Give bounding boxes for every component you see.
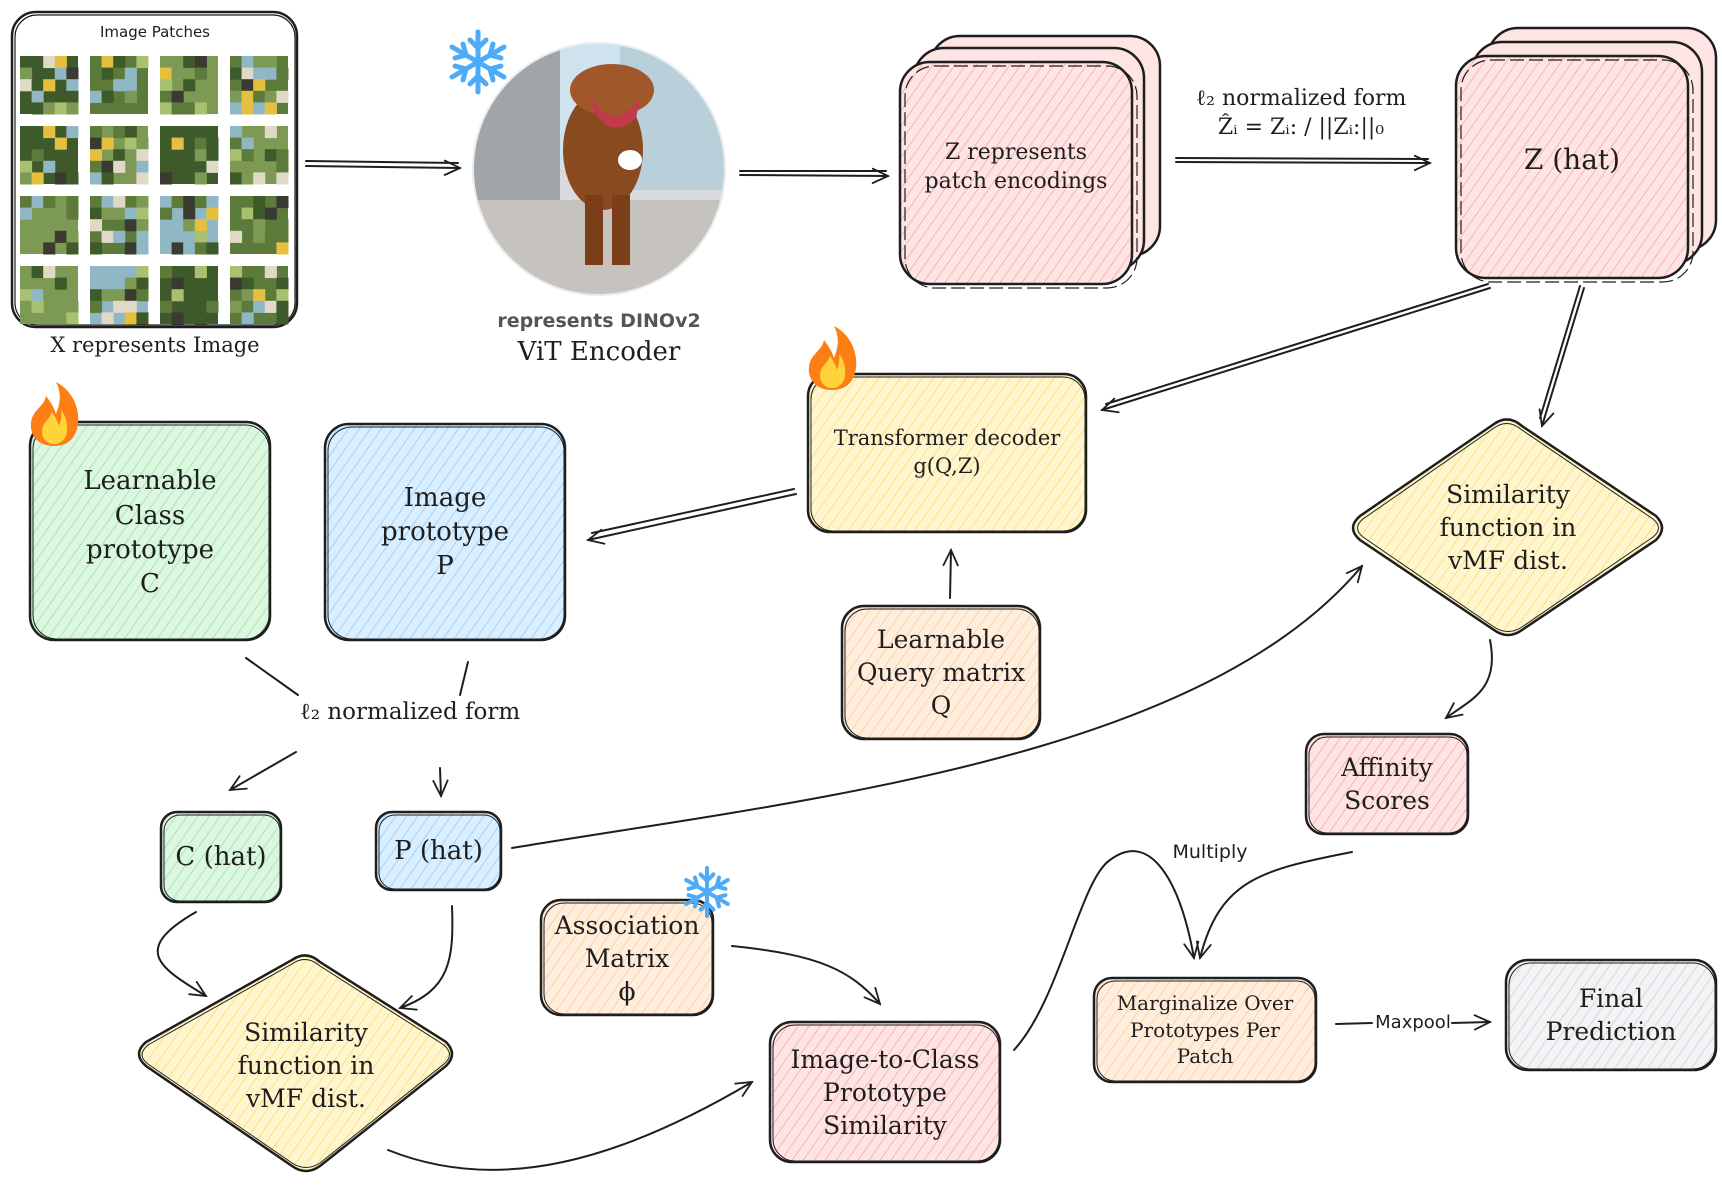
- image-patch: [230, 196, 289, 255]
- c-hat-node: [159, 810, 283, 904]
- arrows: [156, 157, 1585, 1171]
- class-prototype-node: [28, 382, 272, 642]
- image-patch: [160, 126, 219, 185]
- arrow-z-to-zhat: [1175, 162, 1430, 163]
- z-hat-node: [1454, 26, 1718, 283]
- arrow-image-to-class-to-marginalize: [1013, 850, 1194, 1051]
- image-prototype-node: [323, 422, 567, 642]
- arrow-zhat-to-transformer-dup: [1105, 283, 1489, 405]
- line-class-prototype-to-norm: [245, 657, 299, 696]
- line-image-prototype-to-norm: [459, 661, 469, 696]
- image-patch: [20, 266, 79, 325]
- z-node: [898, 34, 1162, 289]
- image-patch: [90, 266, 149, 325]
- image-patch: [90, 126, 149, 185]
- arrow-maxpool-to-final: [1451, 1022, 1490, 1023]
- arrow-similarity-left-to-image-to-class: [387, 1082, 752, 1171]
- arrow-patches-to-encoder: [305, 166, 460, 168]
- image-patch: [160, 266, 219, 325]
- arrow-norm-to-c-hat: [230, 751, 297, 790]
- arrow-c-hat-to-similarity-left: [156, 911, 206, 996]
- query-node: [840, 604, 1042, 741]
- transformer-node: [806, 326, 1088, 534]
- association-matrix-node: [539, 868, 728, 1017]
- image-patch: [90, 56, 149, 114]
- arrow-zhat-to-similarity: [1542, 287, 1585, 426]
- arrow-zhat-to-transformer: [1102, 287, 1491, 410]
- image-patch: [160, 56, 218, 115]
- image-patch: [90, 196, 149, 255]
- similarity-left-node: [137, 954, 454, 1173]
- line-marginalize-to-maxpool: [1335, 1022, 1373, 1025]
- arrow-similarity-to-affinity: [1446, 639, 1493, 718]
- arrow-transformer-to-image-prototype: [588, 493, 797, 540]
- image-patch: [20, 56, 79, 115]
- arrow-norm-to-p-hat: [440, 767, 441, 796]
- image-patch: [230, 266, 289, 325]
- arrow-p-hat-to-similarity-right: [511, 566, 1362, 849]
- arrow-association-to-image-to-class: [731, 945, 880, 1004]
- image-patch: [230, 56, 289, 115]
- arrow-query-to-transformer: [950, 550, 951, 599]
- arrow-patches-to-encoder-dup: [305, 160, 459, 164]
- dinosaur-photo: [473, 43, 725, 295]
- image-patches-node: [10, 10, 299, 329]
- image-to-class-node: [768, 1020, 1002, 1164]
- patch-grid: [20, 56, 289, 325]
- image-patch: [20, 196, 79, 255]
- p-hat-node: [374, 810, 503, 892]
- encoder-node: [452, 32, 726, 296]
- affinity-scores-node: [1304, 732, 1470, 836]
- similarity-right-node: [1351, 418, 1664, 637]
- arrow-p-hat-to-similarity-left: [400, 905, 454, 1008]
- image-patch: [230, 126, 289, 185]
- image-patch: [20, 126, 79, 185]
- flame-icon: [808, 326, 857, 390]
- arrow-z-to-zhat-dup: [1175, 157, 1429, 160]
- arrow-zhat-to-similarity-dup: [1539, 285, 1581, 419]
- arrow-affinity-to-marginalize: [1200, 851, 1353, 958]
- arrow-encoder-to-z: [739, 175, 888, 176]
- snowflake-icon: [452, 32, 504, 92]
- arrow-transformer-to-image-prototype-dup: [591, 488, 795, 534]
- final-prediction-node: [1504, 958, 1718, 1072]
- image-patch: [160, 196, 219, 255]
- marginalize-node: [1092, 976, 1318, 1084]
- flame-icon: [30, 382, 79, 446]
